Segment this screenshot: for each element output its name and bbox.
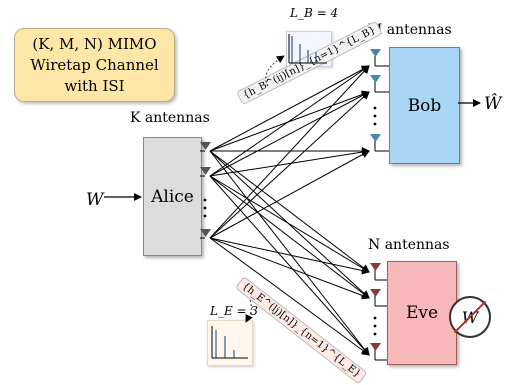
title-line-1: (K, M, N) MIMO [32, 34, 157, 53]
alice-to-bob-links [209, 65, 370, 239]
eve-antenna-stems [374, 270, 387, 361]
bob-antenna-stems [374, 56, 389, 152]
eve-channel-tag: {h_E^(lj)[n]}_{n=1}^{L_E} [234, 276, 368, 385]
title-box: (K, M, N) MIMO Wiretap Channel with ISI [14, 28, 175, 102]
n-antennas-label: N antennas [368, 237, 450, 253]
alice-antenna-dots [203, 198, 207, 218]
m-antennas-label: M antennas [368, 22, 452, 38]
eve-antenna-1 [370, 263, 381, 271]
eve-antenna-2 [370, 289, 381, 297]
lb-label: L_B = 4 [290, 6, 339, 20]
alice-block: Alice [143, 137, 202, 256]
bob-antenna-2 [370, 75, 381, 83]
title-line-2: Wiretap Channel [30, 55, 159, 74]
prohibition-slash [453, 300, 487, 334]
bob-antennas [370, 49, 381, 142]
title-line-3: with ISI [64, 76, 125, 95]
eve-antenna-dots [373, 316, 377, 336]
eve-antennas [370, 263, 381, 351]
output-estimate-w-hat: Ŵ [484, 94, 502, 114]
bob-antenna-m [370, 134, 381, 142]
eve-antenna-n [370, 343, 381, 351]
k-antennas-label: K antennas [130, 110, 210, 126]
eve-no-message-symbol: W [449, 296, 491, 338]
le-label: L_E = 3 [210, 304, 259, 318]
eve-block: Eve [387, 261, 457, 365]
bob-antenna-dots [373, 106, 377, 126]
eve-channel-taps-inset [207, 320, 253, 366]
bob-antenna-1 [370, 49, 381, 57]
bob-block: Bob [389, 47, 460, 164]
diagram-canvas: (K, M, N) MIMO Wiretap Channel with ISI … [14, 6, 502, 385]
input-message-w: W [86, 190, 104, 210]
